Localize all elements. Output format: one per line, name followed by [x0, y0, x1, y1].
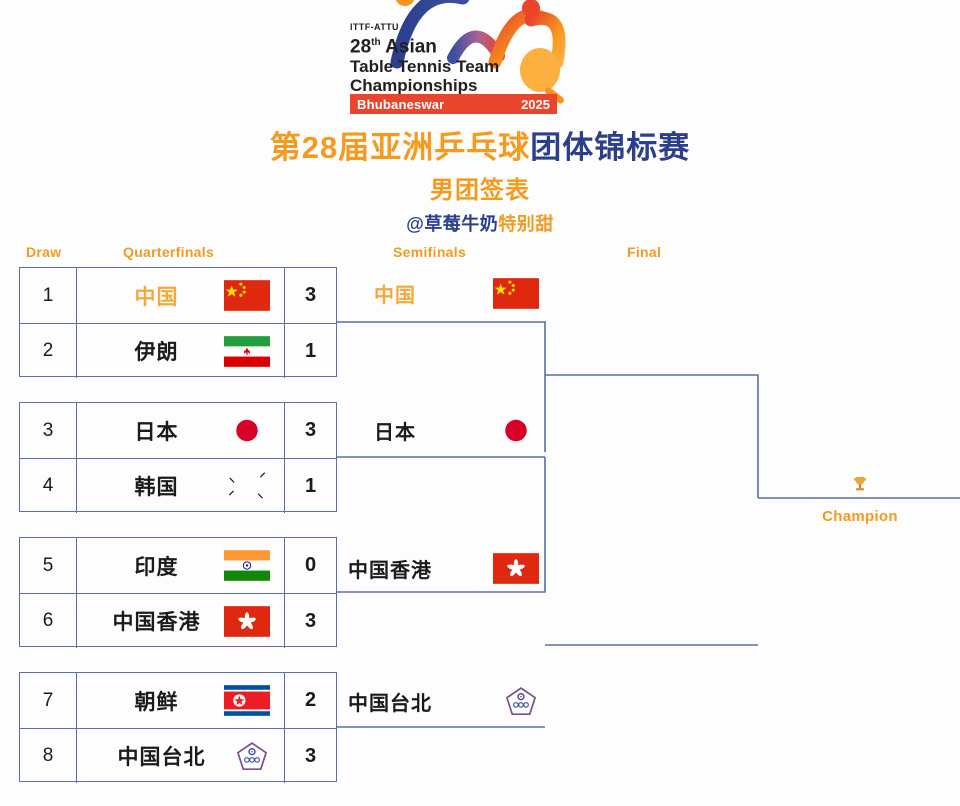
table-row[interactable]: 7 朝鲜 2 [20, 673, 336, 728]
flag-chinese-taipei [506, 686, 536, 715]
semifinal-slot-2[interactable]: 日本 [374, 410, 539, 450]
flag-chinese-taipei [237, 741, 267, 770]
team-name: 中国香港 [112, 611, 201, 634]
logo-line-2: Table Tennis Team [350, 57, 500, 77]
flag-japan [493, 414, 539, 446]
team-name: 朝鲜 [134, 690, 179, 714]
team-cell: 日本 [77, 403, 285, 458]
draw-seed: 8 [20, 729, 77, 783]
team-name: 伊朗 [134, 341, 179, 364]
flag-north-korea [224, 685, 270, 716]
champion-label: Champion [822, 508, 898, 525]
draw-seed: 5 [20, 538, 77, 593]
draw-seed: 2 [20, 324, 77, 378]
team-name: 中国 [134, 285, 179, 309]
author-handle-orange: 特别甜 [498, 214, 554, 234]
draw-seed: 3 [20, 403, 77, 458]
column-header-semifinals: Semifinals [393, 244, 467, 260]
column-header-quarterfinals: Quarterfinals [123, 244, 215, 260]
quarterfinal-match-3[interactable]: 5 印度 0 6 中国香港 [19, 537, 337, 648]
author-handle: @草莓牛奶特别甜 [0, 210, 960, 236]
table-row[interactable]: 3 日本 3 [20, 403, 336, 458]
event-logo: ITTF-ATTU 28th Asian Table Tennis Team C… [335, 0, 605, 122]
team-name: 日本 [374, 421, 416, 444]
team-name: 中国 [374, 284, 416, 307]
logo-line-3: Championships [350, 76, 478, 96]
logo-wordmark: ITTF-ATTU 28th Asian Table Tennis Team C… [350, 22, 499, 95]
quarterfinal-match-4[interactable]: 7 朝鲜 2 8 中国台北 [19, 672, 337, 783]
semifinal-slot-3[interactable]: 中国香港 [348, 548, 539, 588]
match-score: 3 [304, 419, 317, 441]
flag-china [493, 277, 539, 309]
flag-china [224, 280, 270, 311]
trophy-icon [790, 474, 930, 498]
semifinal-slot-1[interactable]: 中国 [374, 273, 539, 313]
match-score: 0 [304, 554, 317, 576]
draw-seed: 7 [20, 673, 77, 728]
flag-hongkong [224, 605, 270, 637]
column-header-final: Final [627, 244, 662, 260]
flag-japan [224, 415, 270, 446]
team-cell: 中国 [77, 268, 285, 323]
match-score: 3 [304, 609, 317, 632]
flag-india [224, 550, 270, 581]
table-row[interactable]: 1 中国 3 [20, 268, 336, 323]
page-title: 第28届亚洲乒乓球团体锦标赛 [0, 122, 960, 167]
column-header-draw: Draw [26, 244, 62, 260]
logo-federation: ITTF-ATTU [350, 22, 399, 32]
team-name: 中国台北 [348, 692, 432, 715]
draw-seed: 1 [20, 268, 77, 323]
match-score: 3 [304, 284, 317, 306]
flag-hongkong [493, 552, 539, 584]
logo-arcs-graphic [390, 0, 566, 104]
match-score: 1 [304, 474, 317, 497]
page-title-orange: 第28届亚洲乒乓球 [269, 130, 531, 165]
table-row[interactable]: 6 中国香港 3 [20, 593, 336, 648]
team-cell: 韩国 [77, 459, 285, 513]
flag-korea [224, 470, 270, 502]
table-row[interactable]: 4 韩国 1 [20, 458, 336, 513]
semifinal-slot-4[interactable]: 中国台北 [348, 681, 539, 721]
team-cell: 中国香港 [77, 594, 285, 648]
quarterfinal-match-1[interactable]: 1 中国 3 2 伊朗 1 [19, 267, 337, 378]
team-cell: 朝鲜 [77, 673, 285, 728]
team-name: 印度 [134, 555, 179, 579]
author-handle-blue: @草莓牛奶 [406, 214, 499, 234]
page-title-blue: 团体锦标赛 [530, 130, 691, 165]
team-name: 中国台北 [117, 746, 206, 769]
team-cell: 印度 [77, 538, 285, 593]
draw-seed: 6 [20, 594, 77, 648]
team-cell: 中国台北 [77, 729, 285, 783]
logo-line-1: 28th Asian [350, 36, 437, 58]
match-score: 2 [304, 689, 317, 711]
logo-year: 2025 [521, 96, 550, 112]
logo-host-bar: Bhubaneswar 2025 [350, 94, 557, 114]
quarterfinal-match-2[interactable]: 3 日本 3 4 韩国 1 [19, 402, 337, 513]
page-subtitle: 男团签表 [430, 177, 530, 204]
team-name: 日本 [134, 420, 179, 444]
team-name: 韩国 [134, 476, 179, 499]
flag-iran [224, 335, 270, 367]
match-score: 3 [304, 744, 317, 767]
draw-seed: 4 [20, 459, 77, 513]
team-name: 中国香港 [348, 559, 432, 582]
match-score: 1 [304, 339, 317, 362]
table-row[interactable]: 8 中国台北 3 [20, 728, 336, 783]
table-row[interactable]: 2 伊朗 1 [20, 323, 336, 378]
logo-host-city: Bhubaneswar [357, 96, 445, 112]
team-cell: 伊朗 [77, 324, 285, 378]
table-row[interactable]: 5 印度 0 [20, 538, 336, 593]
champion-slot[interactable]: Champion [790, 474, 930, 525]
